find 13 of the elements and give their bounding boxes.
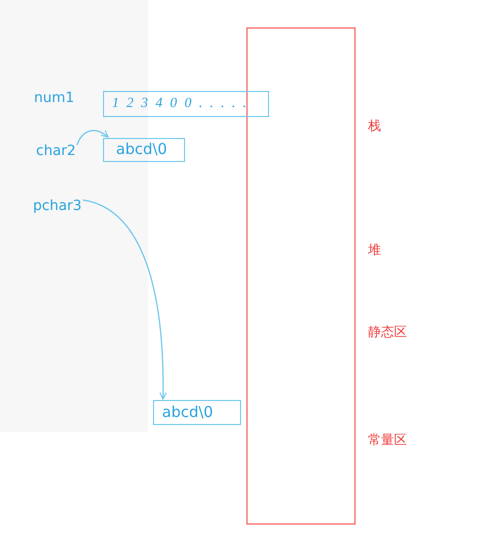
arrow <box>76 130 109 146</box>
memory-column-outline <box>246 27 356 525</box>
variable-label: char2 <box>36 143 76 159</box>
arrow <box>82 199 167 400</box>
region-label: 静态区 <box>368 325 407 340</box>
variable-label: num1 <box>34 90 74 106</box>
region-label: 堆 <box>368 243 381 258</box>
region-label: 常量区 <box>368 433 407 448</box>
variable-label: pchar3 <box>33 198 82 214</box>
memory-cell: abcd\0 <box>153 400 241 425</box>
region-label: 栈 <box>368 119 381 134</box>
memory-cell: abcd\0 <box>103 138 185 162</box>
memory-cell: 1 2 3 4 0 0 . . . . . <box>103 91 269 117</box>
